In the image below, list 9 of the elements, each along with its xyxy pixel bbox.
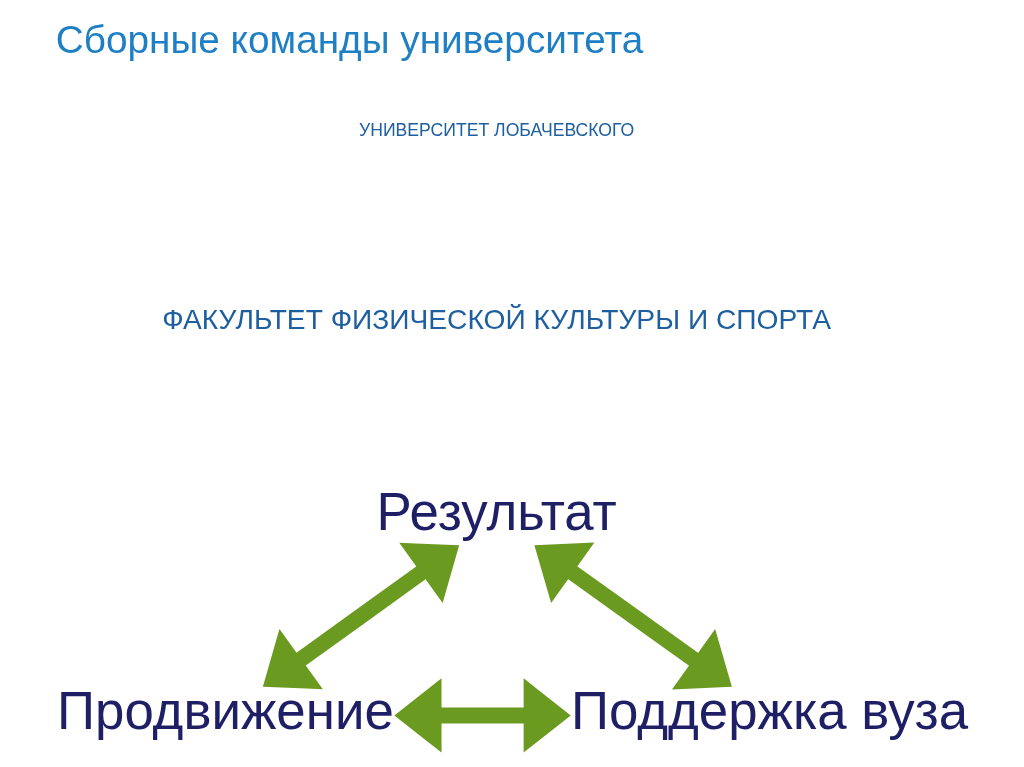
label: ФАКУЛЬТЕТ ФИЗИЧЕСКОЙ КУЛЬТУРЫ И СПОРТА — [161, 302, 831, 335]
node-text: Продвижение — [56, 680, 394, 740]
arrow — [533, 542, 732, 690]
diagram-title: Сборные команды университета — [55, 18, 643, 62]
arrow — [262, 542, 459, 690]
arrow — [393, 678, 571, 753]
label: УНИВЕРСИТЕТ ЛОБАЧЕВСКОГО — [358, 120, 634, 141]
node-text: Результат — [376, 481, 617, 541]
node-text: Поддержка вуза — [570, 680, 968, 740]
